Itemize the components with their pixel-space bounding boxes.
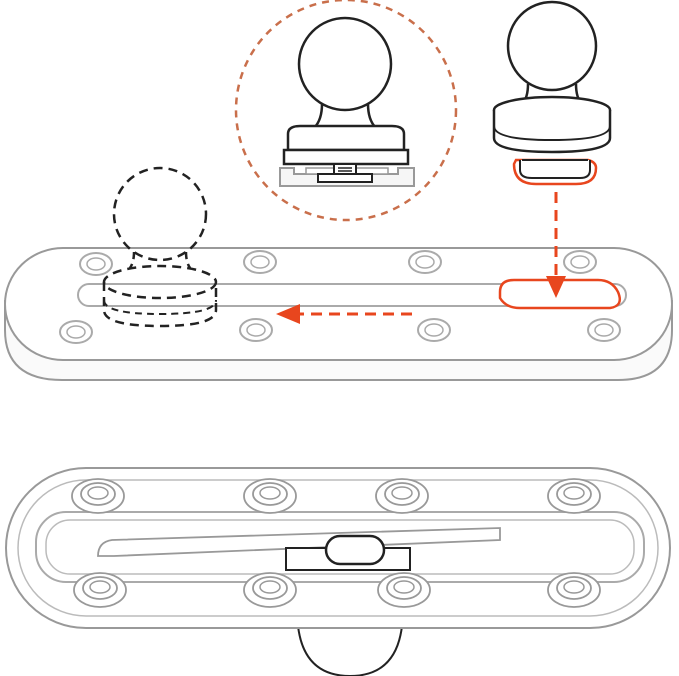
- magnifier-callout-icon: [234, 0, 458, 222]
- mount-hole: [243, 250, 277, 274]
- ball-mount-icon: [297, 16, 393, 112]
- underside-center-tab: [285, 534, 411, 571]
- mount-hole: [417, 318, 451, 342]
- track-top-holes-bottom-row: [59, 318, 621, 344]
- track-bottom-inner-rim: [17, 479, 659, 617]
- t-bolt-icon: [317, 163, 373, 183]
- ball-mount-standalone: [492, 0, 612, 298]
- track-bottom-channel-inner: [45, 519, 635, 575]
- track-bottom-holes-bottom-row: [73, 572, 601, 608]
- ball-base-body: [282, 148, 410, 166]
- track-bottom-holes-top-row: [71, 478, 601, 514]
- mount-hole: [563, 250, 597, 274]
- ghost-base-side: [102, 282, 218, 328]
- t-bolt-icon: [519, 160, 591, 179]
- track-plate-icon: [5, 467, 671, 676]
- ghost-base-lip: [103, 299, 217, 316]
- mount-hole: [239, 318, 273, 342]
- track-bottom-wedge: [97, 527, 501, 557]
- track-top-holes-top-row: [79, 250, 597, 276]
- track-bottom-channel: [35, 511, 645, 583]
- mount-hole: [408, 250, 442, 274]
- mount-hole: [547, 478, 601, 514]
- mount-hole: [243, 572, 297, 608]
- slide-left-arrow-icon: [276, 304, 412, 324]
- mount-hole: [79, 252, 113, 276]
- mount-hole: [59, 320, 93, 344]
- mount-hole: [71, 478, 125, 514]
- mount-hole: [547, 572, 601, 608]
- mount-hole: [587, 318, 621, 342]
- underside-knob: [297, 625, 403, 676]
- mount-hole: [375, 478, 429, 514]
- mount-hole: [377, 572, 431, 608]
- ball-base-icon: [286, 124, 406, 152]
- mount-hole: [243, 478, 297, 514]
- insert-down-arrow-icon: [546, 192, 566, 298]
- ghost-mount-in-slot: [102, 166, 218, 328]
- track-top: [4, 166, 673, 381]
- ghost-neck: [128, 251, 192, 269]
- mount-hole: [73, 572, 127, 608]
- slot-insert-highlight: [498, 278, 621, 310]
- ghost-ball-icon: [112, 166, 208, 262]
- ball-base-lip: [493, 125, 611, 142]
- ball-base-icon: [492, 110, 612, 154]
- ball-mount-icon: [506, 0, 598, 92]
